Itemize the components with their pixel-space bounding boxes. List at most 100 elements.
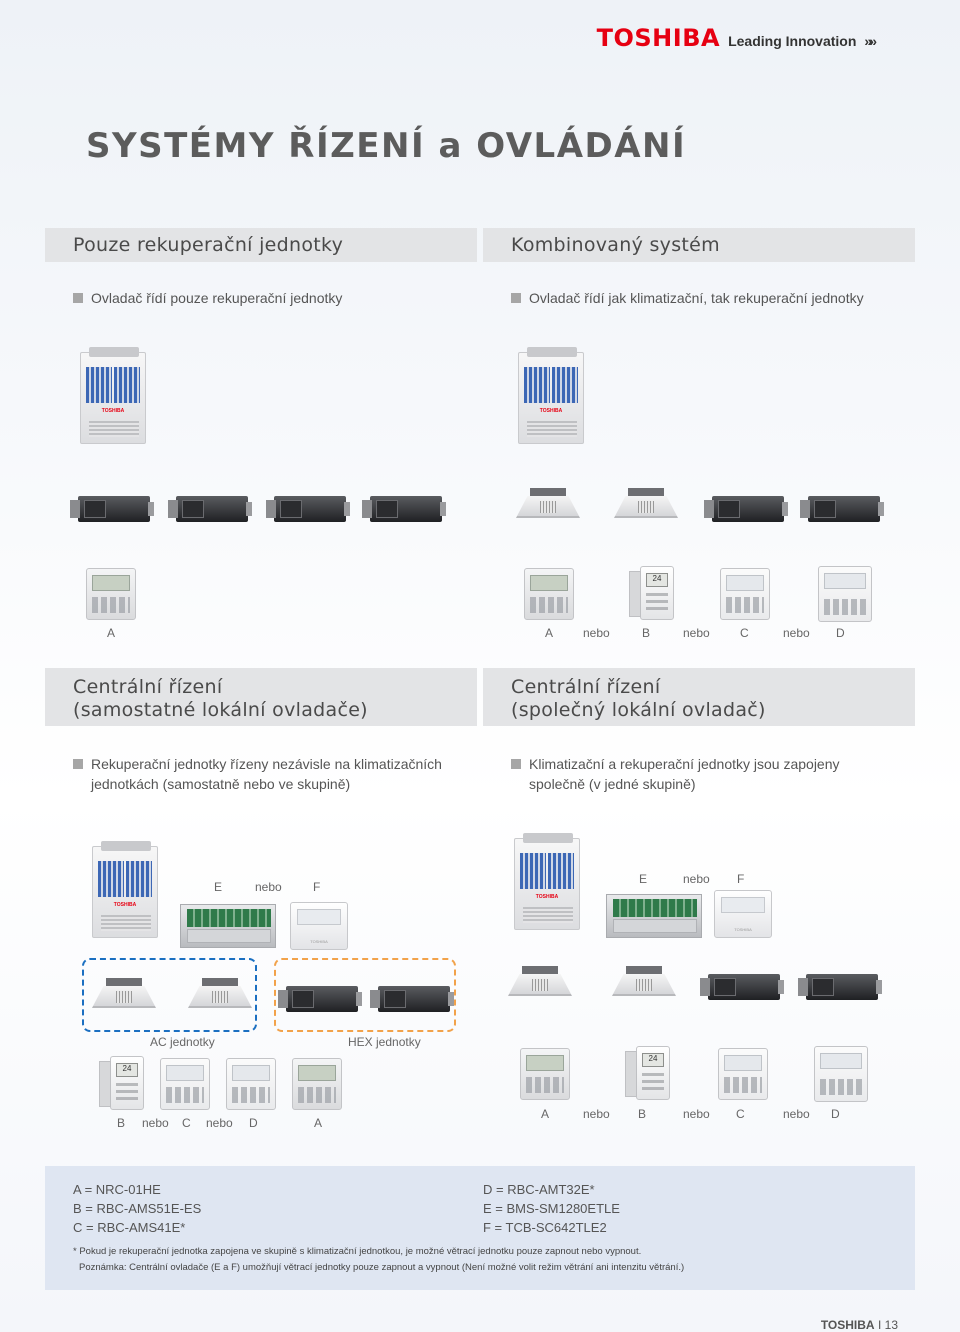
hex-duct-unit	[278, 986, 362, 1012]
hex-duct-unit	[700, 974, 784, 1000]
bullet-s2: Ovladač řídí jak klimatizační, tak rekup…	[511, 288, 864, 308]
ac-units-label: AC jednotky	[150, 1035, 215, 1049]
hex-duct-unit	[800, 496, 884, 522]
legend-item: D = RBC-AMT32E*	[483, 1182, 595, 1197]
diagram-label: nebo	[783, 626, 810, 640]
outdoor-unit: TOSHIBA	[518, 347, 584, 444]
temperature-display: 24	[642, 1053, 664, 1067]
ac-units-group	[82, 958, 257, 1032]
diagram-label: nebo	[683, 872, 710, 886]
diagram-label: nebo	[142, 1116, 169, 1130]
diagram-label: A	[545, 626, 554, 640]
hex-duct-unit	[370, 986, 454, 1012]
diagram-label: B	[117, 1116, 126, 1130]
footnote: * Pokud je rekuperační jednotka zapojena…	[73, 1246, 642, 1257]
brand-header: TOSHIBA Leading Innovation »»	[596, 24, 877, 52]
bullet-line: Rekuperační jednotky řízeny nezávisle na…	[91, 756, 442, 772]
controller-logo: TOSHIBA	[734, 927, 752, 932]
diagram-label: A	[314, 1116, 323, 1130]
diagram-label: nebo	[255, 880, 282, 894]
hex-duct-unit	[362, 496, 446, 522]
page-title: SYSTÉMY ŘÍZENÍ a OVLÁDÁNÍ	[86, 126, 687, 166]
diagram-label: D	[831, 1107, 840, 1121]
bullet-s4: Klimatizační a rekuperační jednotky jsou…	[511, 754, 840, 794]
hex-duct-unit	[70, 496, 154, 522]
cassette-ac-unit	[516, 488, 580, 518]
diagram-label: D	[836, 626, 845, 640]
outdoor-unit: TOSHIBA	[92, 841, 158, 938]
footer-separator: I	[877, 1318, 882, 1332]
outdoor-logo: TOSHIBA	[539, 408, 563, 414]
diagram-label: B	[642, 626, 651, 640]
legend-item: E = BMS-SM1280ETLE	[483, 1201, 620, 1216]
remote-controller-a	[86, 568, 136, 620]
section-title-line: Centrální řízení	[511, 676, 661, 698]
central-controller-f: TOSHIBA	[290, 902, 348, 950]
outdoor-unit: TOSHIBA	[80, 347, 146, 444]
page-footer: TOSHIBA I 13	[821, 1318, 898, 1332]
remote-controller-d	[814, 1046, 868, 1102]
cassette-ac-unit	[188, 978, 252, 1008]
section-title-line: Centrální řízení	[73, 676, 223, 698]
cassette-ac-unit	[614, 488, 678, 518]
section-title-line: (společný lokální ovladač)	[511, 699, 766, 721]
central-controller-e	[606, 894, 702, 938]
remark-note: Poznámka: Centrální ovladače (E a F) umo…	[79, 1262, 685, 1273]
section-title-line: (samostatné lokální ovladače)	[73, 699, 368, 721]
hex-units-label: HEX jednotky	[348, 1035, 421, 1049]
remote-controller-c	[718, 1048, 768, 1100]
outdoor-unit: TOSHIBA	[514, 833, 580, 930]
hex-units-group	[274, 958, 456, 1032]
remote-controller-d	[226, 1058, 276, 1110]
hex-duct-unit	[798, 974, 882, 1000]
diagram-label: C	[182, 1116, 191, 1130]
remote-controller-b: 24	[99, 1056, 144, 1110]
bullet-line: jednotkách (samostatně nebo ve skupině)	[91, 776, 351, 792]
section-header-central-separate: Centrální řízení (samostatné lokální ovl…	[45, 668, 477, 726]
diagram-label: nebo	[206, 1116, 233, 1130]
bullet-line: Klimatizační a rekuperační jednotky jsou…	[529, 756, 840, 772]
outdoor-logo: TOSHIBA	[113, 902, 137, 908]
remote-controller-a	[520, 1048, 570, 1100]
diagram-label: C	[740, 626, 749, 640]
diagram-label: A	[541, 1107, 550, 1121]
cassette-ac-unit	[92, 978, 156, 1008]
outdoor-logo: TOSHIBA	[535, 894, 559, 900]
remote-controller-c	[160, 1058, 210, 1110]
diagram-label: F	[313, 880, 321, 894]
double-chevron-icon: »»	[864, 33, 876, 49]
section-header-combined-system: Kombinovaný systém	[483, 228, 915, 262]
bullet-s3: Rekuperační jednotky řízeny nezávisle na…	[73, 754, 442, 794]
toshiba-logo: TOSHIBA	[596, 24, 721, 52]
temperature-display: 24	[646, 573, 668, 587]
legend-item: B = RBC-AMS51E-ES	[73, 1201, 202, 1216]
legend-right: D = RBC-AMT32E* E = BMS-SM1280ETLE F = T…	[483, 1180, 620, 1237]
hex-duct-unit	[704, 496, 788, 522]
diagram-label: nebo	[683, 626, 710, 640]
diagram-label: nebo	[583, 626, 610, 640]
cassette-ac-unit	[508, 966, 572, 996]
temperature-display: 24	[116, 1063, 138, 1077]
remote-controller-a	[524, 568, 574, 620]
diagram-label: D	[249, 1116, 258, 1130]
section-header-heat-recovery-only: Pouze rekuperační jednotky	[45, 228, 477, 262]
diagram-label: E	[639, 872, 648, 886]
central-controller-f: TOSHIBA	[714, 890, 772, 938]
central-controller-e	[180, 904, 276, 948]
section-header-central-common: Centrální řízení (společný lokální ovlad…	[483, 668, 915, 726]
hex-duct-unit	[266, 496, 350, 522]
diagram-label: F	[737, 872, 745, 886]
remote-controller-b: 24	[629, 566, 674, 620]
diagram-label: nebo	[783, 1107, 810, 1121]
legend-item: F = TCB-SC642TLE2	[483, 1220, 607, 1235]
brand-tagline: Leading Innovation	[728, 33, 857, 49]
diagram-label: E	[214, 880, 223, 894]
controller-logo: TOSHIBA	[310, 939, 328, 944]
diagram-label: A	[107, 626, 116, 640]
footer-brand: TOSHIBA	[820, 1318, 875, 1332]
remote-controller-c	[720, 568, 770, 620]
legend-item: C = RBC-AMS41E*	[73, 1220, 186, 1235]
bullet-s1: Ovladač řídí pouze rekuperační jednotky	[73, 288, 342, 308]
diagram-label: B	[638, 1107, 647, 1121]
remote-controller-a	[292, 1058, 342, 1110]
